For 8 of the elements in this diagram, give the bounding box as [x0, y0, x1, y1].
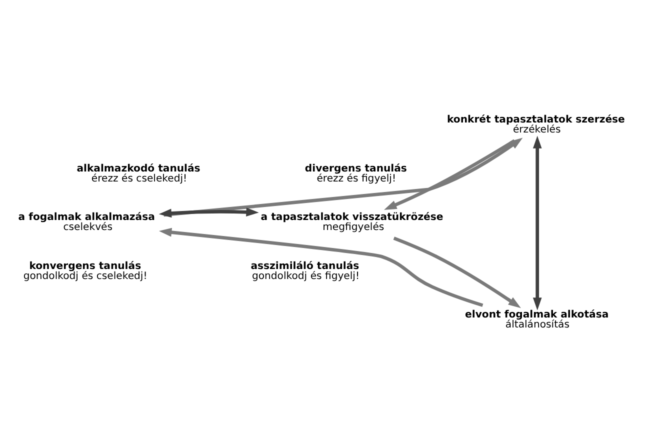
- node-text: konkrét tapasztalatok szerzése érzékelés: [446, 114, 625, 136]
- node-text: alkalmazkodó tanulás érezz és cselekedj!: [76, 163, 200, 184]
- node-text: divergens tanulás érezz és figyelj!: [304, 163, 407, 184]
- node-text: elvont fogalmak alkotása általánosítás: [465, 310, 609, 331]
- node-text: konvergens tanulás gondolkodj és cselekedj!: [23, 260, 148, 282]
- node-text: a fogalmak alkalmazása cselekvés: [18, 212, 155, 234]
- node-text: a tapasztalatok visszatükrözése megfigyelés: [260, 212, 444, 234]
- node-text: asszimiláló tanulás gondolkodj és figyelj!: [250, 260, 360, 282]
